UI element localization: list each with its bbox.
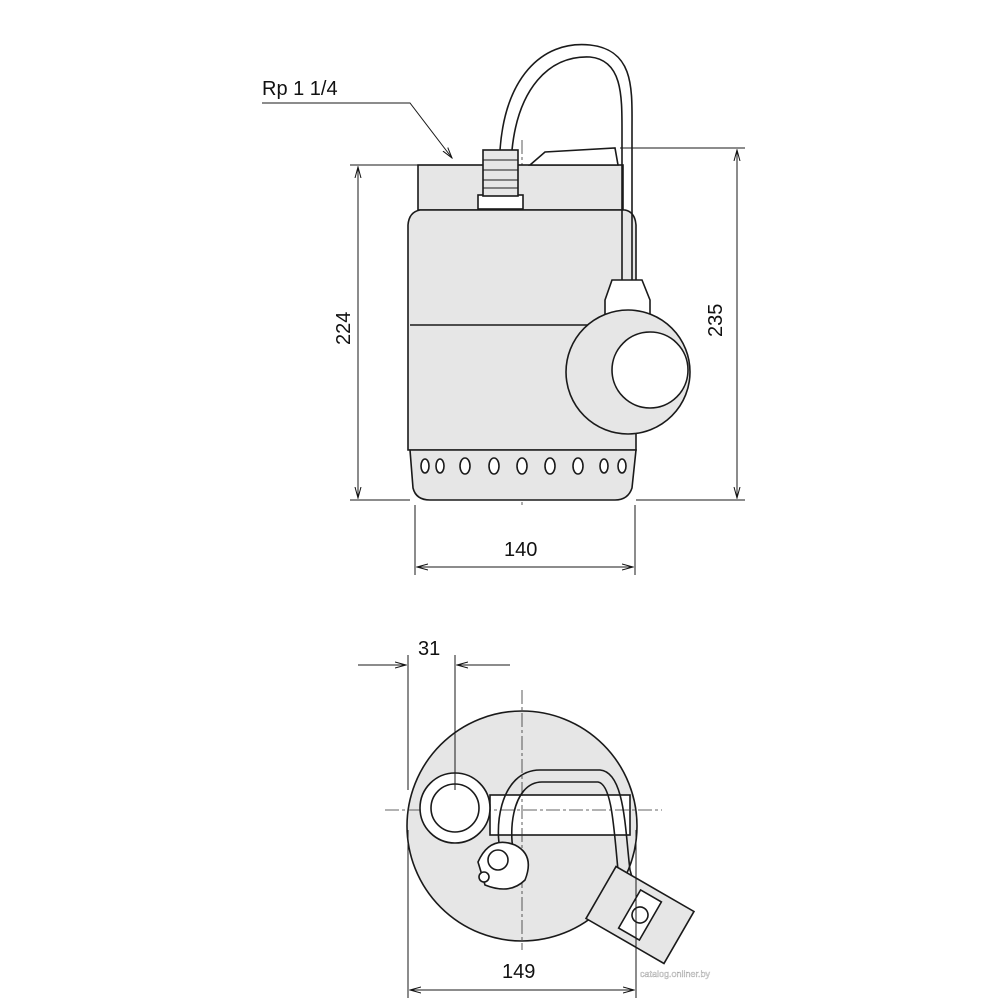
power-cable xyxy=(499,43,633,280)
thread-label: Rp 1 1/4 xyxy=(262,78,338,100)
dim-31: 31 xyxy=(418,638,440,660)
dim-149: 149 xyxy=(502,961,535,983)
watermark: catalog.onliner.by xyxy=(640,969,711,979)
dim-140: 140 xyxy=(504,539,537,561)
dim-235: 235 xyxy=(705,304,727,337)
float-switch xyxy=(565,279,691,435)
top-view: 31 149 xyxy=(358,638,696,998)
side-view: Rp 1 1/4 224 235 140 xyxy=(262,43,745,575)
cable-gland xyxy=(477,149,524,210)
strainer-slots xyxy=(420,457,627,475)
cable-loop xyxy=(497,769,641,906)
dim-224: 224 xyxy=(333,312,355,345)
outlet-bore xyxy=(430,783,480,833)
